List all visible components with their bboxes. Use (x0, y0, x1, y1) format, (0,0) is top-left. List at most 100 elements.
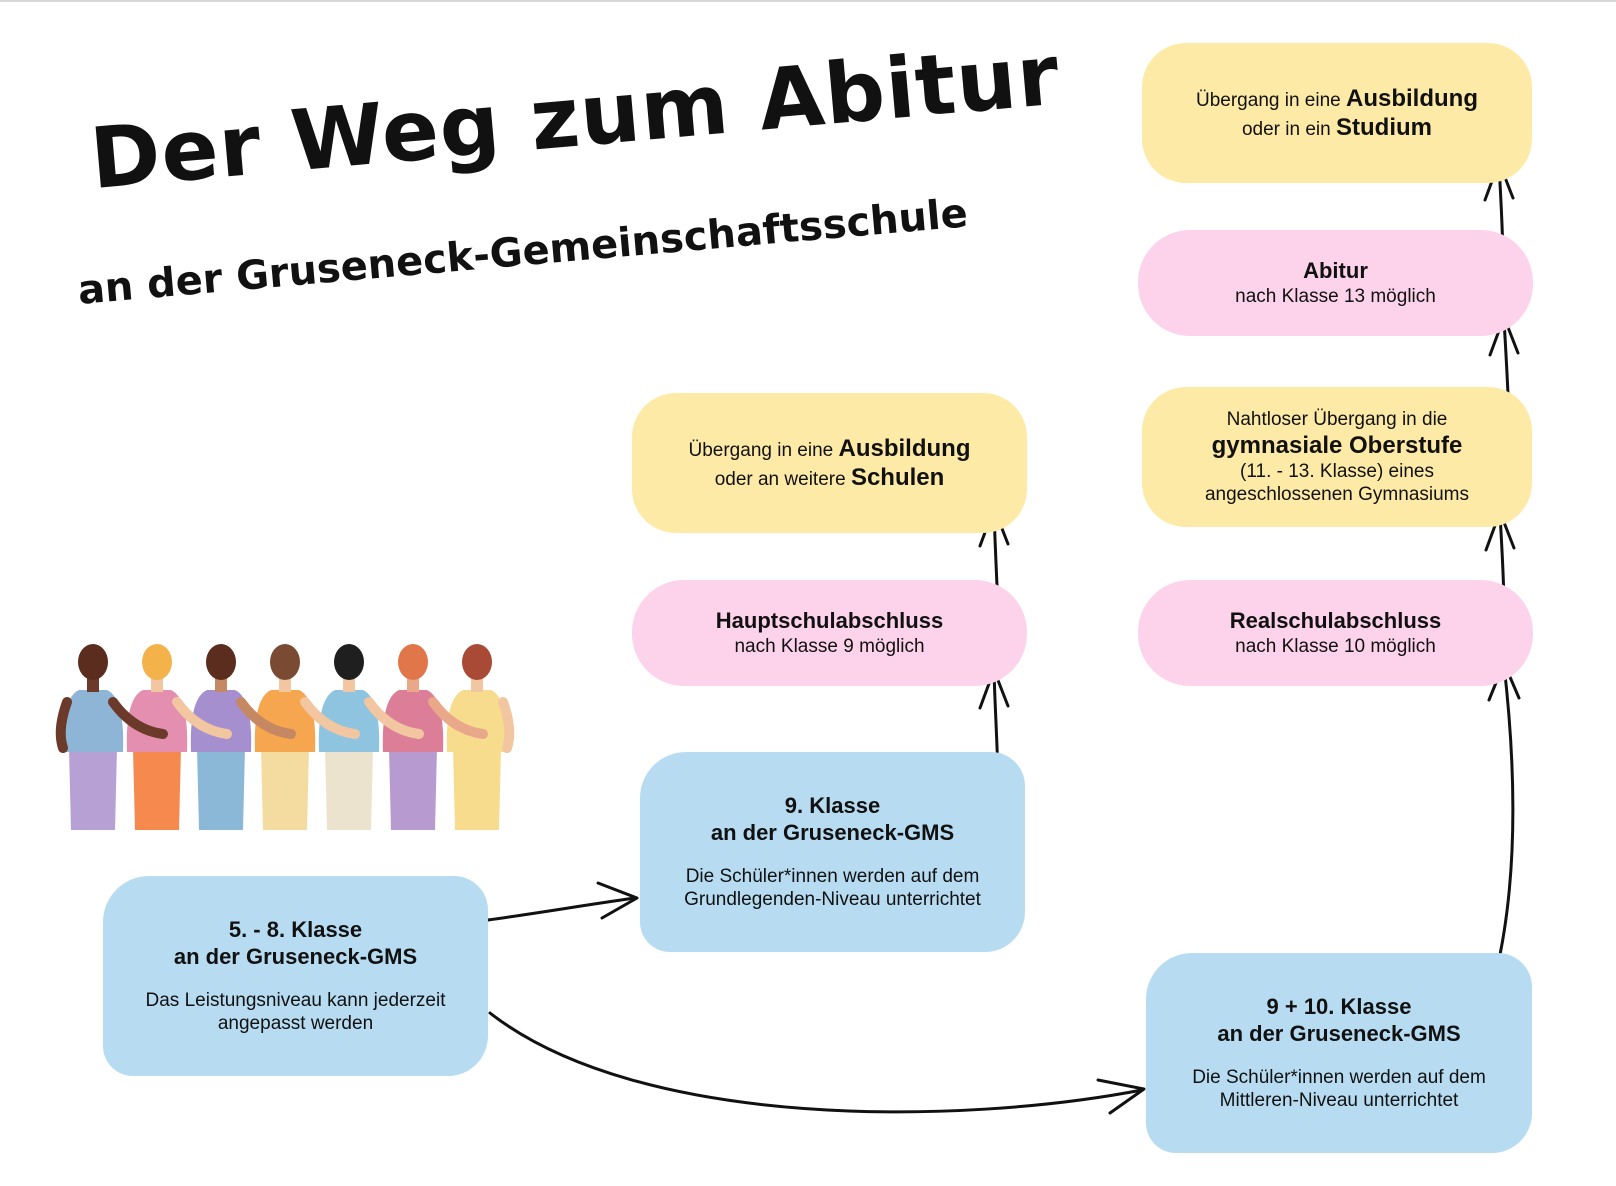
person-pants (197, 748, 245, 830)
highlight-decoration (658, 764, 686, 786)
person-arm (498, 697, 515, 753)
person-figure (382, 644, 444, 830)
person-head (206, 644, 236, 680)
node-text-bold: Ausbildung (1346, 84, 1478, 112)
node-note: angeschlossenen Gymnasiums (1204, 484, 1470, 506)
node-title: 9 + 10. Klasse (1266, 994, 1412, 1019)
person-figure (254, 644, 316, 830)
person-neck (151, 678, 163, 692)
person-head (462, 644, 492, 680)
person-neck (407, 678, 419, 692)
person-head (398, 644, 428, 680)
node-text: oder in ein (1241, 119, 1336, 140)
node-text-bold: Studium (1336, 114, 1432, 141)
node-grade-9: 9. Klasse an der Gruseneck-GMS Die Schül… (640, 752, 1025, 952)
node-note: nach Klasse 13 möglich (1235, 285, 1436, 307)
node-title: an der Gruseneck-GMS (173, 943, 418, 969)
person-arm (364, 697, 424, 739)
person-neck (87, 678, 99, 692)
highlight-decoration (1486, 493, 1514, 515)
node-ausbildung-studium: Übergang in eine Ausbildung oder in ein … (1142, 43, 1532, 183)
highlight-decoration (1486, 149, 1514, 171)
person-figure (190, 644, 252, 830)
person-shirt (446, 690, 508, 752)
node-line: oder an weitere Schulen (715, 463, 945, 492)
node-title: 5. - 8. Klasse (228, 917, 363, 942)
node-line: oder in ein Studium (1242, 113, 1432, 142)
person-shirt (382, 690, 444, 752)
highlight-decoration (1164, 965, 1192, 987)
node-note: Grundlegenden-Niveau unterrichtet (684, 888, 981, 910)
person-shirt (190, 690, 252, 752)
people-illustration (55, 644, 515, 830)
node-grade-9-10: 9 + 10. Klasse an der Gruseneck-GMS Die … (1146, 953, 1532, 1153)
arrow-start-to-grade9-10 (488, 1011, 1144, 1114)
arrowhead-start-to-grade9 (596, 881, 639, 920)
person-pants (133, 748, 181, 830)
person-pants (453, 748, 501, 830)
node-title: an der Gruseneck-GMS (710, 819, 955, 845)
highlight-decoration (650, 405, 678, 427)
person-head (78, 644, 108, 680)
node-note: nach Klasse 9 möglich (734, 635, 925, 657)
node-title: Abitur (1303, 258, 1368, 283)
highlight-decoration (1160, 55, 1188, 77)
person-shirt (126, 690, 188, 752)
node-line: Übergang in eine Ausbildung (689, 434, 971, 463)
node-title: Realschulabschluss (1229, 608, 1442, 633)
person-shirt (254, 690, 316, 752)
top-border (0, 0, 1616, 2)
highlight-decoration (1160, 399, 1188, 421)
node-note: Mittleren-Niveau unterrichtet (1219, 1089, 1459, 1111)
person-head (334, 644, 364, 680)
arrowhead-start-to-grade9-10 (1096, 1078, 1146, 1115)
arrow-grade9-10-to-realschule (1494, 663, 1515, 975)
node-note: angepasst werden (217, 1012, 374, 1034)
node-text: oder an weitere (714, 469, 851, 490)
node-note: Die Schüler*innen werden auf dem (685, 865, 980, 887)
person-arm (300, 697, 360, 739)
node-note: Nahtloser Übergang in die (1226, 408, 1448, 430)
node-note: Das Leistungsniveau kann jederzeit (145, 989, 446, 1011)
node-text-bold: Schulen (850, 464, 945, 491)
highlight-decoration (442, 1042, 470, 1064)
person-pants (325, 748, 373, 830)
person-neck (471, 678, 483, 692)
node-text-bold: Ausbildung (838, 434, 971, 462)
person-neck (279, 678, 291, 692)
node-ausbildung-schulen: Übergang in eine Ausbildung oder an weit… (632, 393, 1027, 533)
person-pants (69, 748, 117, 830)
person-arm (108, 697, 168, 739)
person-arm (236, 697, 296, 739)
node-title: an der Gruseneck-GMS (1217, 1020, 1461, 1046)
node-hauptschulabschluss: Hauptschulabschluss nach Klasse 9 möglic… (632, 580, 1027, 686)
node-gymnasiale-oberstufe: Nahtloser Übergang in die gymnasiale Obe… (1142, 387, 1532, 527)
node-note: (11. - 13. Klasse) eines (1240, 461, 1434, 483)
person-arm (55, 697, 72, 753)
person-arm (172, 697, 232, 739)
person-figure (126, 644, 188, 830)
node-line: Übergang in eine Ausbildung (1196, 84, 1478, 113)
node-title: gymnasiale Oberstufe (1211, 431, 1463, 459)
person-neck (343, 678, 355, 692)
person-neck (215, 678, 227, 692)
person-shirt (62, 690, 124, 752)
node-note: nach Klasse 10 möglich (1235, 635, 1436, 657)
person-pants (261, 748, 309, 830)
highlight-decoration (979, 918, 1007, 940)
node-realschulabschluss: Realschulabschluss nach Klasse 10 möglic… (1138, 580, 1533, 686)
person-head (142, 644, 172, 680)
person-figure (62, 644, 124, 830)
person-arm (428, 697, 488, 739)
node-title: Hauptschulabschluss (715, 608, 944, 633)
node-text: Übergang in eine (1196, 89, 1346, 111)
highlight-decoration (981, 499, 1009, 521)
node-grade-5-8: 5. - 8. Klasse an der Gruseneck-GMS Das … (103, 876, 488, 1076)
highlight-decoration (121, 888, 149, 910)
node-note: Die Schüler*innen werden auf dem (1192, 1066, 1486, 1088)
person-figure (318, 644, 380, 830)
node-title: 9. Klasse (784, 793, 881, 818)
person-head (270, 644, 300, 680)
arrow-start-to-grade9 (486, 896, 637, 922)
highlight-decoration (1486, 1119, 1514, 1141)
